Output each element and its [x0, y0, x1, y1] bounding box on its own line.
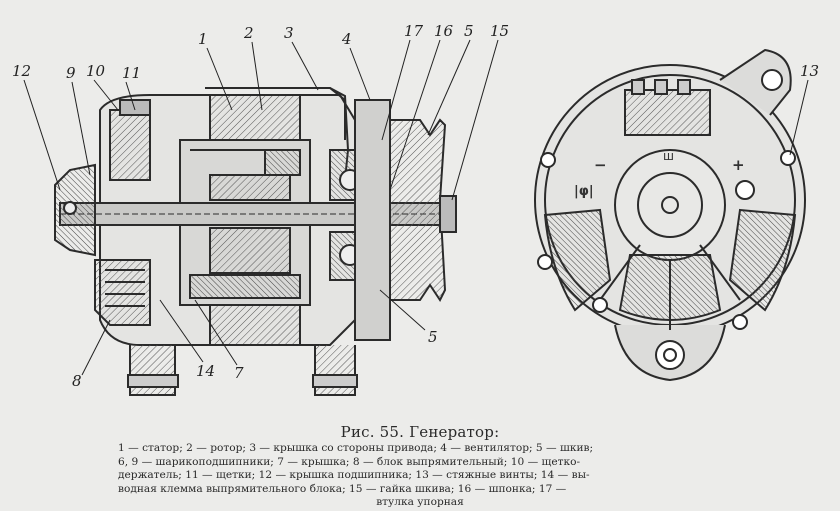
label-9: 9	[66, 64, 76, 82]
label-7: 7	[234, 364, 244, 382]
mark-ground: ш	[663, 149, 674, 163]
label-17: 17	[404, 22, 424, 40]
label-16: 16	[434, 22, 454, 40]
label-5-bottom: 5	[428, 328, 438, 346]
label-5-top: 5	[464, 22, 474, 40]
label-2: 2	[243, 24, 254, 42]
label-4: 4	[341, 30, 352, 48]
label-13: 13	[800, 62, 819, 80]
leader-13	[789, 79, 809, 156]
caption-line: 1 — статор; 2 — ротор; 3 — крышка со сто…	[118, 442, 594, 454]
label-14: 14	[196, 362, 215, 380]
stator-top	[209, 94, 301, 141]
leader-lines-left	[23, 39, 499, 376]
label-10: 10	[86, 62, 106, 80]
label-1: 1	[198, 30, 208, 48]
label-15: 15	[490, 22, 509, 40]
caption-title: Рис. 55. Генератор:	[340, 423, 500, 441]
generator-figure: 1 2 3 4 17 16 5 15 12 9 10 11 5 8 14 7	[12, 22, 819, 396]
mark-terminal: |φ|	[574, 184, 594, 199]
caption-line: водная клемма выпрямительного блока; 15 …	[118, 482, 567, 495]
mark-plus: +	[732, 156, 745, 174]
stator-bottom	[209, 304, 301, 346]
caption-line: держатель; 11 — щетки; 12 — крышка подши…	[118, 469, 590, 482]
mark-minus: −	[594, 156, 607, 174]
end-view	[534, 48, 806, 382]
label-3: 3	[284, 24, 294, 42]
label-11: 11	[122, 64, 141, 82]
sectional-view	[54, 87, 457, 396]
label-12: 12	[12, 62, 31, 80]
caption-line: втулка упорная	[376, 496, 464, 509]
caption-body: 1 — статор; 2 — ротор; 3 — крышка со сто…	[118, 442, 722, 510]
label-8: 8	[72, 372, 82, 390]
caption-line: 6, 9 — шарикоподшипники; 7 — крышка; 8 —…	[118, 455, 581, 468]
